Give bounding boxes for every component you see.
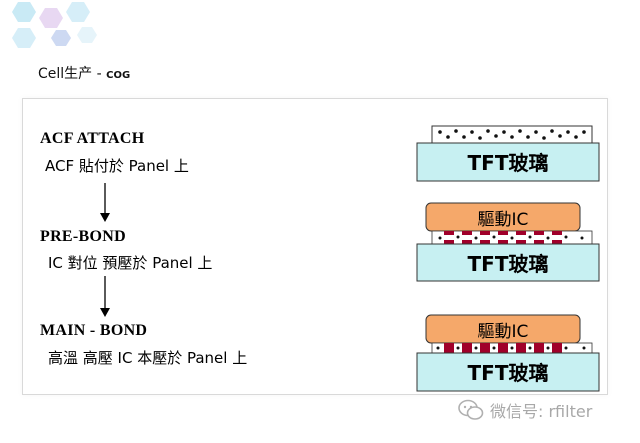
hexagon-decoration bbox=[12, 2, 97, 48]
pre-bond-diagram: 驅動IC TFT玻璃 bbox=[416, 202, 600, 282]
glass-label: TFT玻璃 bbox=[468, 252, 549, 276]
page-title: Cell生产 - COG bbox=[38, 63, 130, 83]
acf-on-glass-diagram: TFT玻璃 bbox=[416, 125, 600, 182]
step-desc-acf-attach: ACF 貼付於 Panel 上 bbox=[45, 157, 189, 175]
arrow-down-icon bbox=[100, 183, 110, 222]
ic-label: 驅動IC bbox=[478, 322, 529, 342]
main-bond-diagram: 驅動IC TFT玻璃 bbox=[416, 314, 600, 392]
step-title-pre-bond: PRE-BOND bbox=[40, 228, 126, 245]
glass-label: TFT玻璃 bbox=[468, 151, 549, 175]
step-title-main-bond: MAIN - BOND bbox=[40, 322, 148, 339]
wechat-watermark: 微信号: rfilter bbox=[458, 398, 592, 422]
watermark-text: 微信号: rfilter bbox=[490, 402, 593, 421]
page-title-main: Cell生产 - bbox=[38, 66, 107, 82]
ic-label: 驅動IC bbox=[478, 210, 529, 230]
step-desc-main-bond: 高溫 高壓 IC 本壓於 Panel 上 bbox=[48, 349, 248, 367]
page-title-small: COG bbox=[106, 70, 131, 81]
step-title-acf-attach: ACF ATTACH bbox=[40, 130, 145, 147]
arrow-down-icon bbox=[100, 276, 110, 317]
wechat-icon bbox=[458, 399, 484, 420]
step-desc-pre-bond: IC 對位 預壓於 Panel 上 bbox=[48, 254, 213, 272]
glass-label: TFT玻璃 bbox=[468, 361, 549, 385]
